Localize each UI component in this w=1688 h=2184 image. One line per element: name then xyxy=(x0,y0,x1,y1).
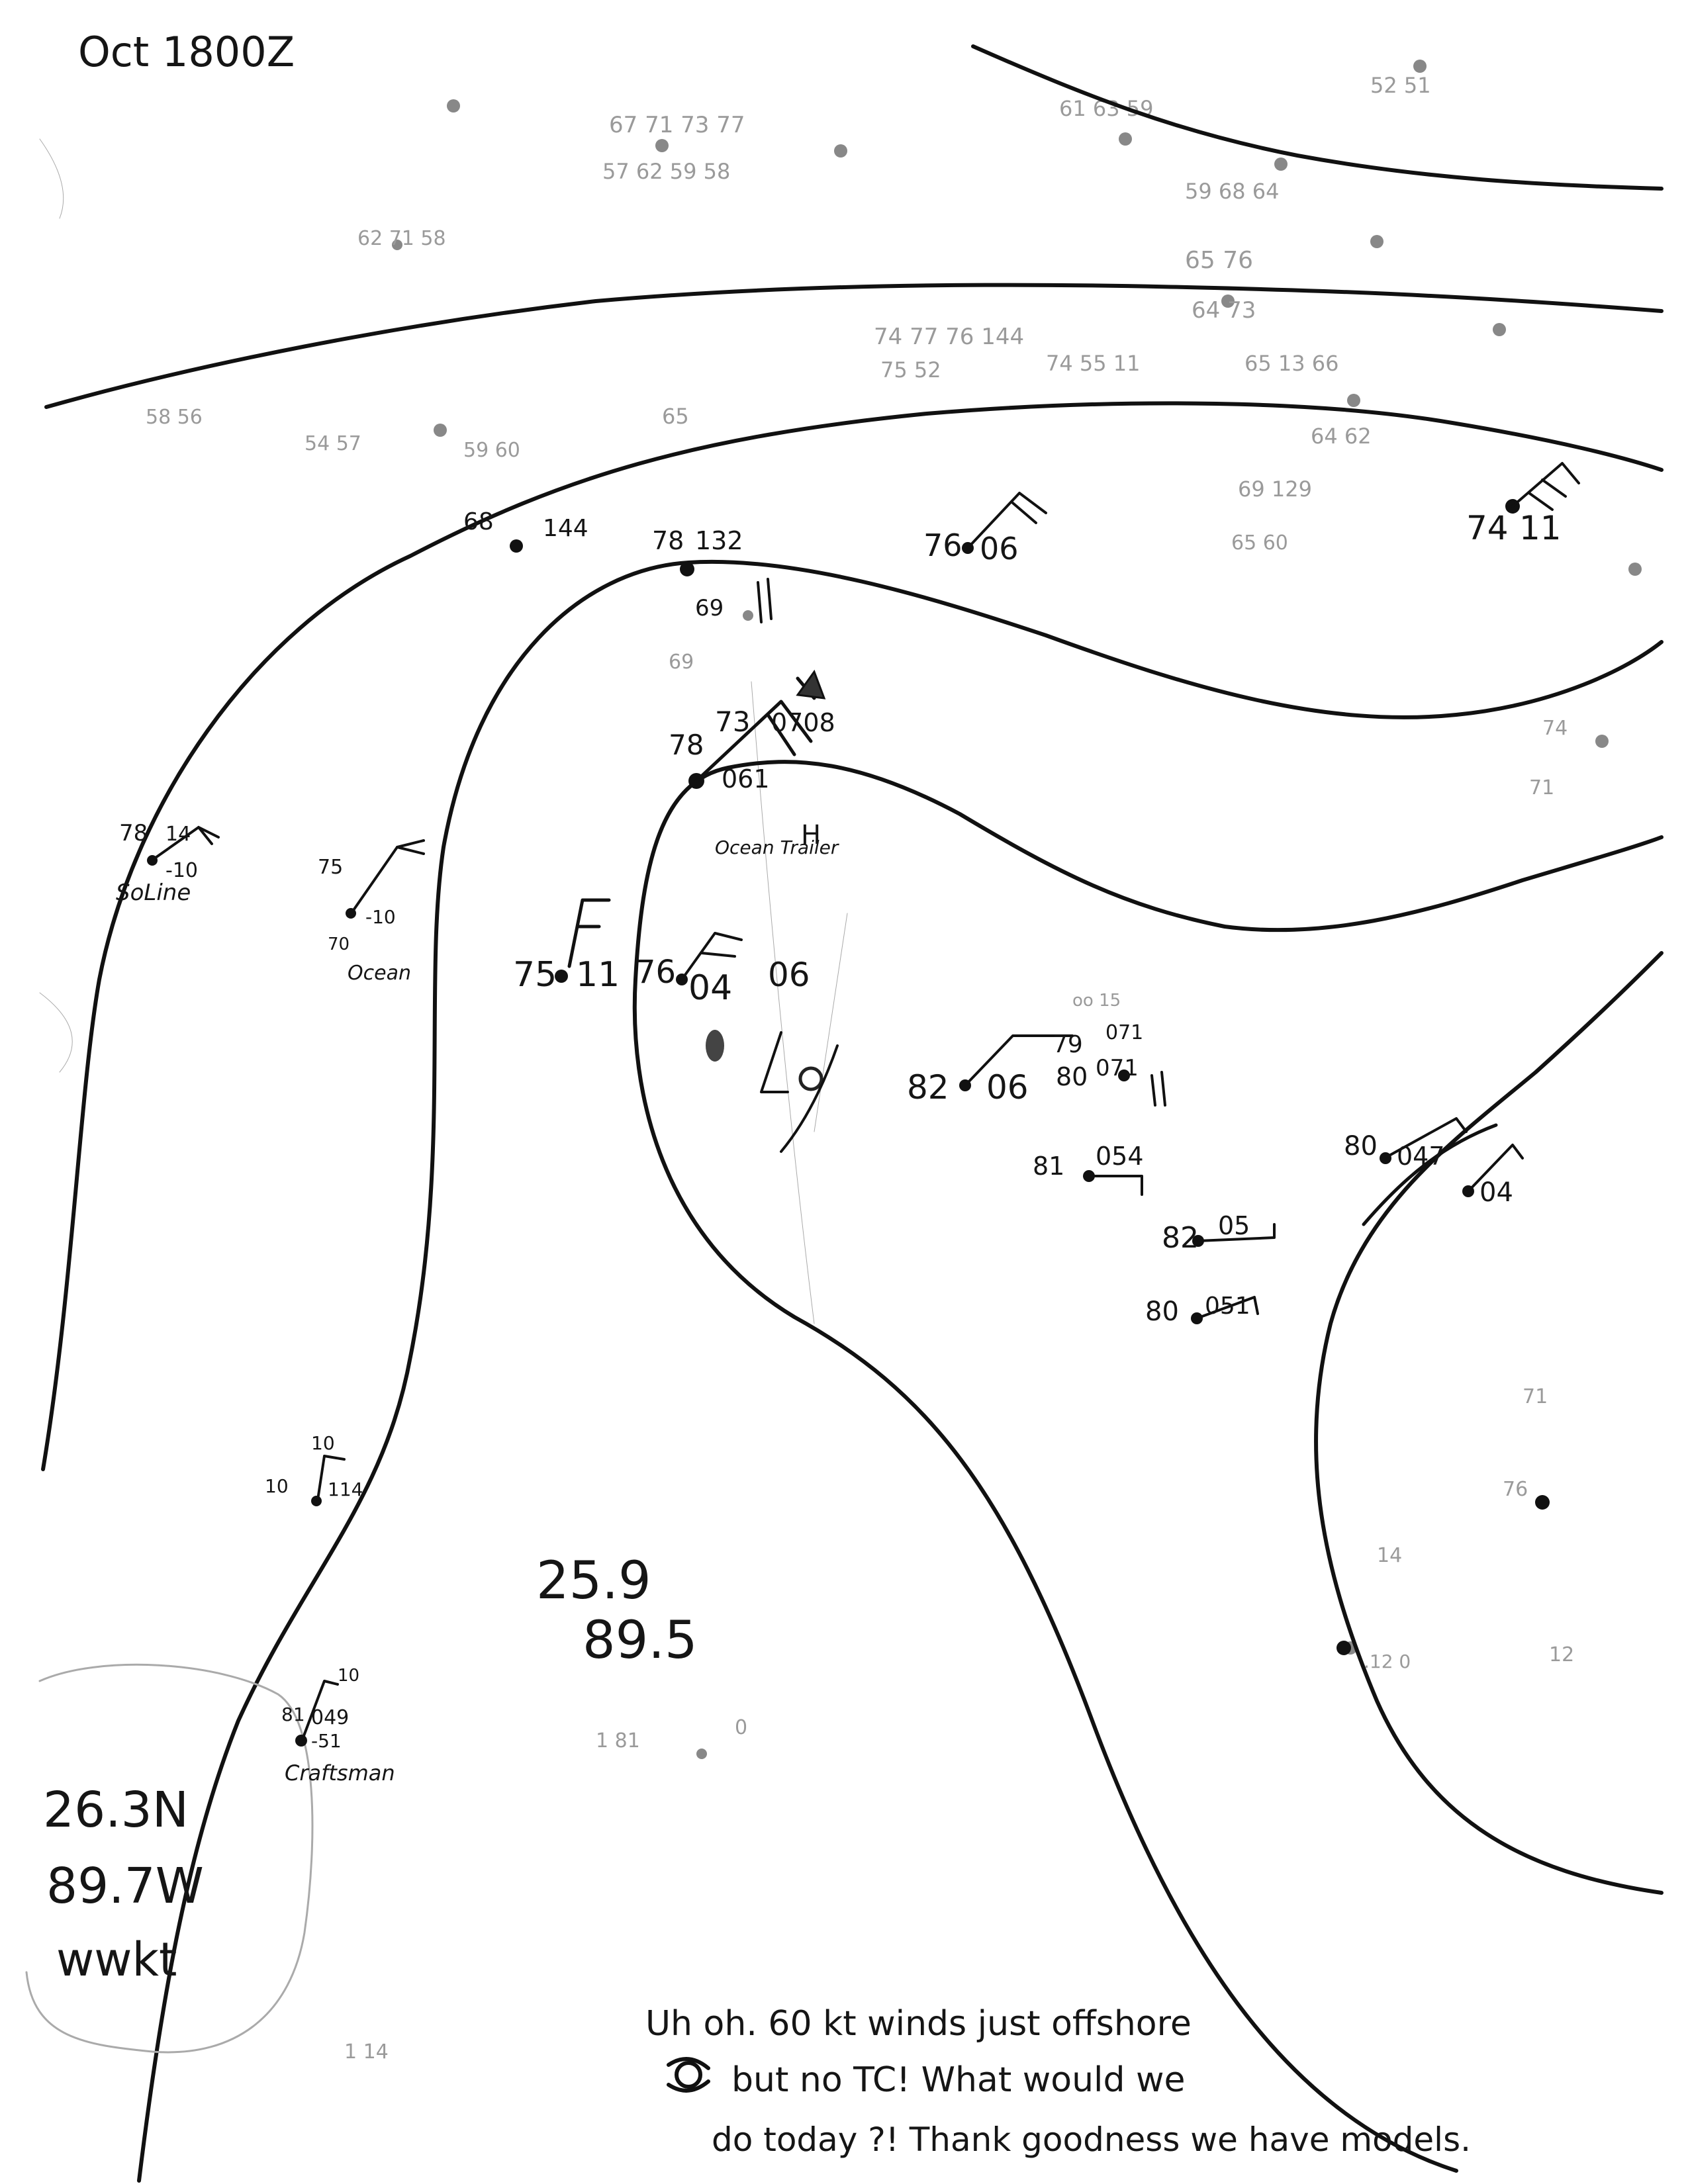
svg-text:71: 71 xyxy=(1529,776,1554,799)
station-pressure: 04 xyxy=(1479,1177,1513,1208)
boxed-lat: 26.3N xyxy=(43,1782,189,1839)
station-temp: 75 xyxy=(318,856,343,879)
svg-text:65 60: 65 60 xyxy=(1231,531,1288,555)
station-pressure: 114 xyxy=(328,1479,363,1500)
station-temp: 76 xyxy=(923,527,962,563)
station-temp: 78 xyxy=(669,729,704,761)
station-markers xyxy=(147,462,1580,1747)
svg-text:74 55 11: 74 55 11 xyxy=(1046,351,1141,376)
station-temp: 76 xyxy=(635,954,676,991)
station-pressure: 071 xyxy=(1105,1021,1143,1044)
svg-text:54 57: 54 57 xyxy=(305,432,361,455)
svg-text:64 62: 64 62 xyxy=(1311,424,1372,449)
faint-station-marks: 67 71 73 77 57 62 59 58 61 63 59 59 68 6… xyxy=(39,60,1642,2064)
boxed-lon: 89.7W xyxy=(46,1858,204,1915)
svg-text:65: 65 xyxy=(662,404,689,429)
svg-text:oo 15: oo 15 xyxy=(1072,991,1121,1011)
station-temp: 80 xyxy=(1344,1131,1378,1161)
svg-text:52 51: 52 51 xyxy=(1370,73,1431,98)
station-temp: 68 xyxy=(463,508,494,535)
station-temp: 75 xyxy=(513,955,557,995)
station-pressure: 054 xyxy=(1096,1142,1144,1171)
svg-text:59 60: 59 60 xyxy=(463,439,520,462)
svg-text:71: 71 xyxy=(1523,1385,1548,1408)
annotation-note: Uh oh. 60 kt winds just offshore but no … xyxy=(645,2004,1471,2159)
svg-text:57 62 59 58: 57 62 59 58 xyxy=(602,159,730,184)
svg-text:1 81: 1 81 xyxy=(596,1729,640,1752)
svg-text:65 13 66: 65 13 66 xyxy=(1244,351,1339,376)
station-pressure: 06 xyxy=(980,531,1019,567)
annotation-line-3: do today ?! Thank goodness we have model… xyxy=(712,2120,1471,2159)
station-name: Craftsman xyxy=(285,1760,395,1786)
station-extra: 06 xyxy=(768,956,810,994)
svg-text:12: 12 xyxy=(1549,1643,1574,1666)
chart-title: Oct 1800Z xyxy=(78,28,295,76)
analysis-lines xyxy=(25,44,1664,2183)
station-temp: 80 xyxy=(1056,1062,1088,1091)
station-extra: -51 xyxy=(311,1730,342,1752)
station-temp: 10 xyxy=(265,1475,289,1497)
svg-text:58 56: 58 56 xyxy=(146,406,203,429)
svg-text:67 71 73 77: 67 71 73 77 xyxy=(609,112,745,138)
annotation-line-1: Uh oh. 60 kt winds just offshore xyxy=(645,2004,1192,2044)
station-dew: 10 xyxy=(338,1666,359,1686)
station-dew: 73 xyxy=(715,705,750,738)
station-pressure: 071 xyxy=(1096,1055,1139,1081)
station-dew: 10 xyxy=(311,1432,335,1454)
station-pressure: -10 xyxy=(365,906,396,928)
latlon-lon: 89.5 xyxy=(583,1611,698,1670)
tropical-storm-symbol-icon xyxy=(667,2057,710,2093)
station-name: Ocean Trailer xyxy=(715,837,839,858)
station-pressure: 04 xyxy=(688,968,732,1008)
high-marker: H xyxy=(801,820,821,850)
center-latlon: 25.9 89.5 xyxy=(536,1551,698,1670)
svg-text:1 14: 1 14 xyxy=(344,2040,389,2064)
station-pressure: -10 xyxy=(165,859,198,882)
station-pressure: 11 xyxy=(1519,509,1562,547)
station-temp: 78 xyxy=(119,820,148,846)
svg-text:0: 0 xyxy=(735,1716,747,1739)
station-temp: 81 xyxy=(281,1704,305,1725)
station-labels: 78 14 -10 SoLine 75 -10 70 Ocean 75 11 7… xyxy=(116,508,1562,1786)
svg-text:76: 76 xyxy=(1503,1478,1528,1501)
station-temp: 78 xyxy=(652,526,684,555)
station-extra: 0708 xyxy=(771,708,835,737)
station-temp: 81 xyxy=(1033,1152,1064,1181)
station-pressure: 047 xyxy=(1397,1142,1445,1171)
station-name: SoLine xyxy=(116,880,191,906)
svg-text:69 129: 69 129 xyxy=(1238,477,1312,502)
svg-text:65 76: 65 76 xyxy=(1185,247,1253,274)
svg-text:74: 74 xyxy=(1542,717,1568,740)
svg-text:64 73: 64 73 xyxy=(1192,297,1256,324)
station-temp: 74 xyxy=(1466,509,1509,547)
station-dew: 14 xyxy=(165,823,191,846)
station-pressure: 132 xyxy=(695,526,743,555)
boxed-location-note: 26.3N 89.7W wwkt xyxy=(43,1782,204,1987)
latlon-lat: 25.9 xyxy=(536,1551,651,1611)
station-temp: 82 xyxy=(907,1068,949,1107)
station-pressure: 061 xyxy=(722,764,770,794)
svg-text:62 71 58: 62 71 58 xyxy=(357,227,446,250)
svg-text:69: 69 xyxy=(669,651,694,674)
station-temp: 79 xyxy=(1053,1031,1083,1058)
station-temp: 80 xyxy=(1145,1297,1179,1327)
station-pressure: 051 xyxy=(1205,1293,1250,1320)
station-pressure: 049 xyxy=(311,1706,349,1729)
svg-text:74 77 76 144: 74 77 76 144 xyxy=(874,324,1024,350)
station-dew: 69 xyxy=(695,595,724,621)
annotation-line-2: but no TC! What would we xyxy=(731,2060,1186,2100)
station-pressure: 11 xyxy=(576,955,620,995)
station-temp: 82 xyxy=(1162,1221,1199,1255)
svg-text:59 68 64: 59 68 64 xyxy=(1185,179,1280,204)
station-name: Ocean xyxy=(348,962,411,985)
boxed-station-id: wwkt xyxy=(56,1933,177,1987)
svg-text:75 52: 75 52 xyxy=(880,357,941,383)
station-pressure: 05 xyxy=(1218,1211,1250,1240)
svg-text:.12 0: .12 0 xyxy=(1364,1651,1411,1672)
station-pressure: 06 xyxy=(986,1068,1029,1107)
station-pressure: 144 xyxy=(543,515,588,542)
svg-text:14: 14 xyxy=(1377,1544,1402,1567)
station-dew: 70 xyxy=(328,934,350,954)
